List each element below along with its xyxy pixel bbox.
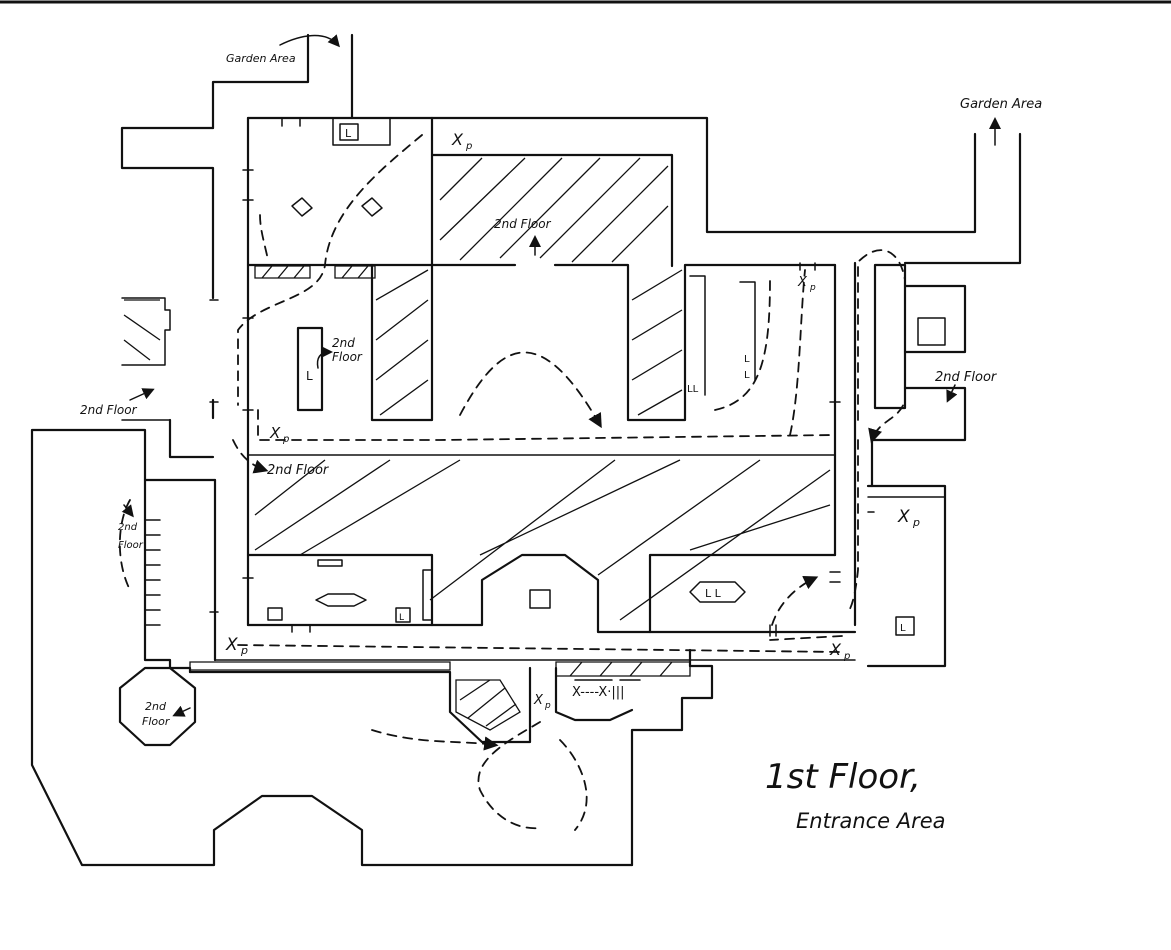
svg-text:X: X [797,275,808,290]
lift-marker: L [306,369,313,383]
svg-text:X: X [533,693,544,708]
map-title: 1st Floor, [765,757,921,797]
svg-text:p: p [465,141,472,152]
hatched-zones [123,157,831,731]
lift-marker-double: L L [705,587,722,600]
interior-walls [144,116,946,681]
second-floor-label-hall: 2nd Floor [267,463,330,478]
svg-text:p: p [809,283,816,293]
garden-area-label-left: Garden Area [226,52,296,65]
lift-marker-pair: LL [687,384,699,395]
svg-text:X: X [897,507,910,527]
lift-marker: L [744,370,750,381]
svg-text:X: X [225,635,238,655]
second-floor-label-east: 2nd Floor [935,370,998,385]
second-floor-label-tower-1: 2nd [145,700,167,713]
walk-routes [118,34,1001,831]
second-floor-label-tower-2: Floor [142,715,171,728]
svg-text:X: X [269,424,281,442]
map-labels: Garden Area Garden Area 2nd Floor 2nd Fl… [80,52,1042,833]
svg-text:p: p [843,651,850,662]
lift-marker: L [399,613,404,623]
svg-text:X: X [451,130,464,149]
second-floor-label-inner-2: Floor [332,350,363,364]
second-floor-label-inner-1: 2nd [332,336,355,350]
second-floor-label-top: 2nd Floor [494,217,552,231]
svg-text:X: X [829,640,842,659]
map-subtitle: Entrance Area [796,809,946,833]
second-floor-label-west: 2nd Floor [80,403,138,417]
svg-text:p: p [544,701,551,711]
svg-text:p: p [282,434,289,445]
second-floor-label-stair-1: 2nd [118,522,138,533]
svg-text:p: p [912,516,920,529]
garden-area-label-right: Garden Area [960,97,1042,112]
building-outline [30,33,1022,867]
lift-marker: L [345,127,352,140]
x-row-marker: X----X·||| [572,685,625,700]
lift-marker: L [900,623,906,634]
lift-marker: L [744,354,750,365]
svg-text:p: p [240,644,248,657]
second-floor-label-stair-2: Floor [118,540,144,551]
